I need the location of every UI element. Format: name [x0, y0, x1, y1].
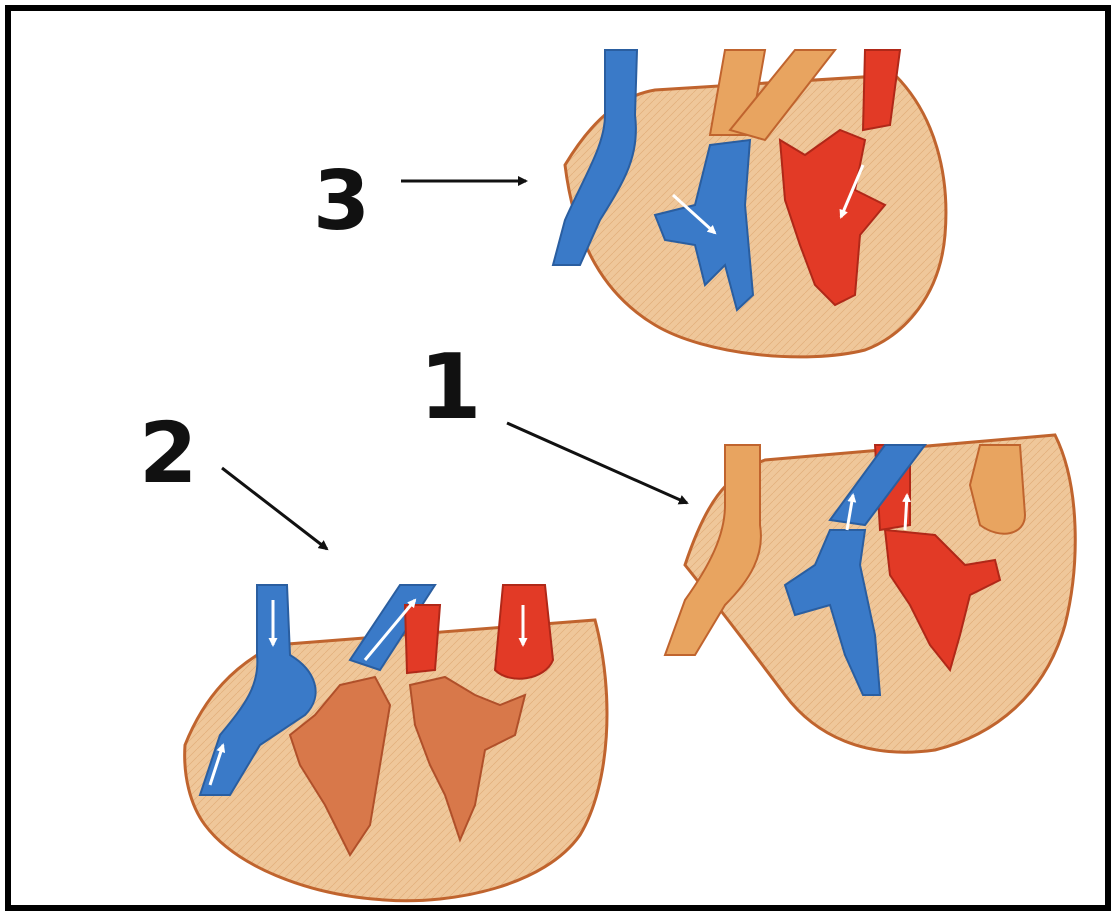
- label-3: 3: [313, 161, 370, 243]
- arrow-icon: [222, 468, 327, 549]
- diagram-frame: 3 1 2: [5, 5, 1111, 911]
- label-2: 2: [139, 411, 197, 495]
- heart-2-aorta: [405, 605, 440, 673]
- heart-3: [553, 50, 946, 357]
- heart-2: [185, 585, 607, 901]
- heart-1-pulmonary-vein: [970, 445, 1025, 534]
- label-1: 1: [419, 343, 482, 433]
- heart-1: [665, 435, 1075, 752]
- arrow-icon: [507, 423, 687, 503]
- flow-arrow-icon: [905, 495, 907, 530]
